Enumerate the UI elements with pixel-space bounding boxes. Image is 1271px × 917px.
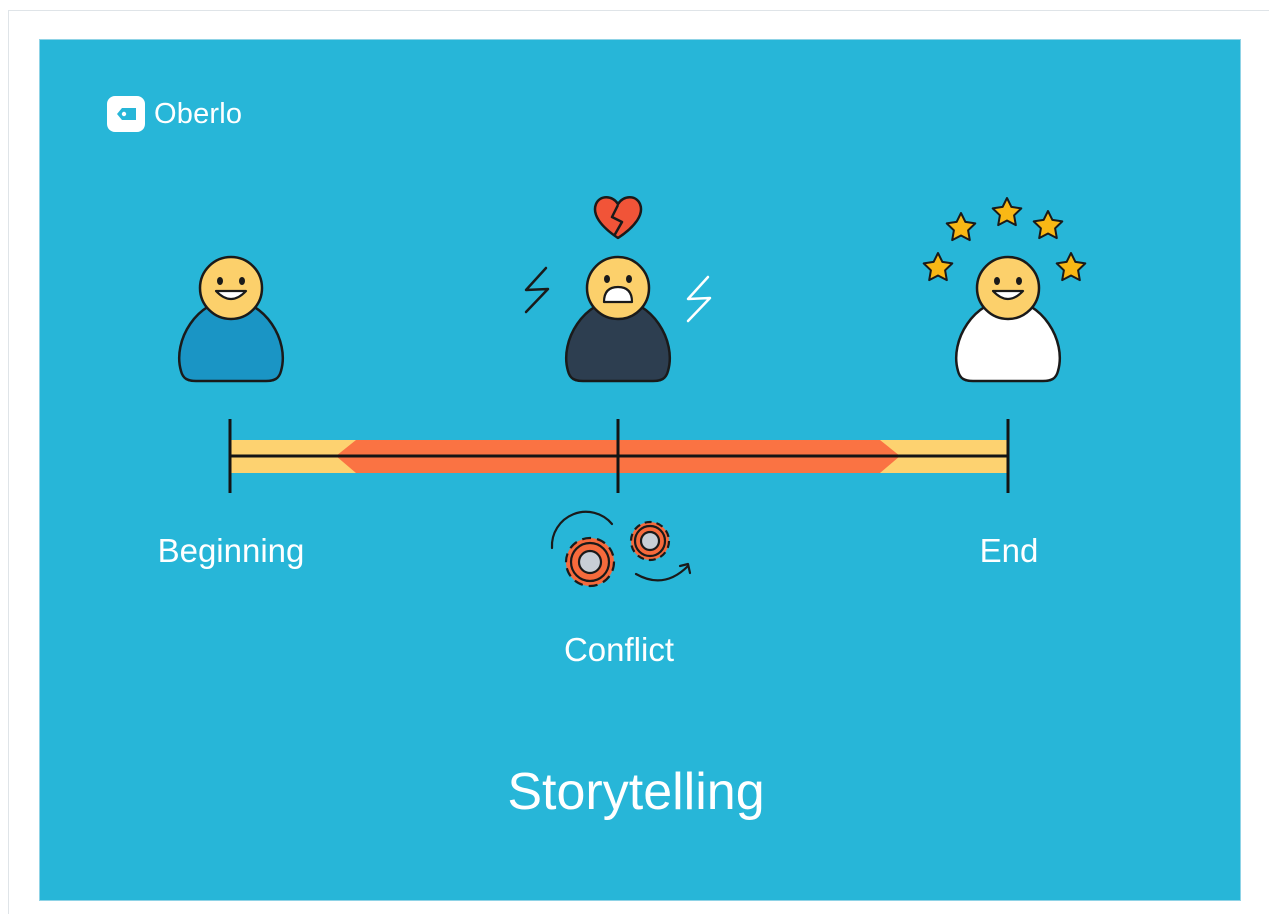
- star-icon: [1032, 210, 1064, 240]
- timeline: [228, 419, 1010, 493]
- brand-name: Oberlo: [154, 98, 243, 130]
- lightning-right-icon: [686, 275, 712, 323]
- oberlo-tag-icon: [107, 96, 145, 132]
- broken-heart-icon: [593, 196, 643, 240]
- stars-icon: [922, 197, 1087, 282]
- person-conflict-icon: [565, 255, 671, 383]
- diagram-card: [39, 39, 1241, 901]
- diagram-title: Storytelling: [507, 763, 765, 821]
- star-icon: [945, 212, 977, 242]
- stage-label-beginning: Beginning: [157, 532, 305, 569]
- page-frame: [8, 10, 1269, 914]
- person-end-icon: [955, 255, 1061, 383]
- gears-icon: [550, 510, 692, 588]
- star-icon: [922, 252, 954, 282]
- stage-label-end: End: [979, 532, 1039, 569]
- brand-logo: Oberlo: [107, 96, 242, 132]
- stage-label-conflict: Conflict: [563, 631, 675, 668]
- gear-small-icon: [629, 520, 671, 562]
- lightning-left-icon: [524, 266, 550, 314]
- gear-large-icon: [564, 536, 616, 588]
- star-icon: [1055, 252, 1087, 282]
- star-icon: [991, 197, 1023, 227]
- person-beginning-icon: [178, 255, 284, 383]
